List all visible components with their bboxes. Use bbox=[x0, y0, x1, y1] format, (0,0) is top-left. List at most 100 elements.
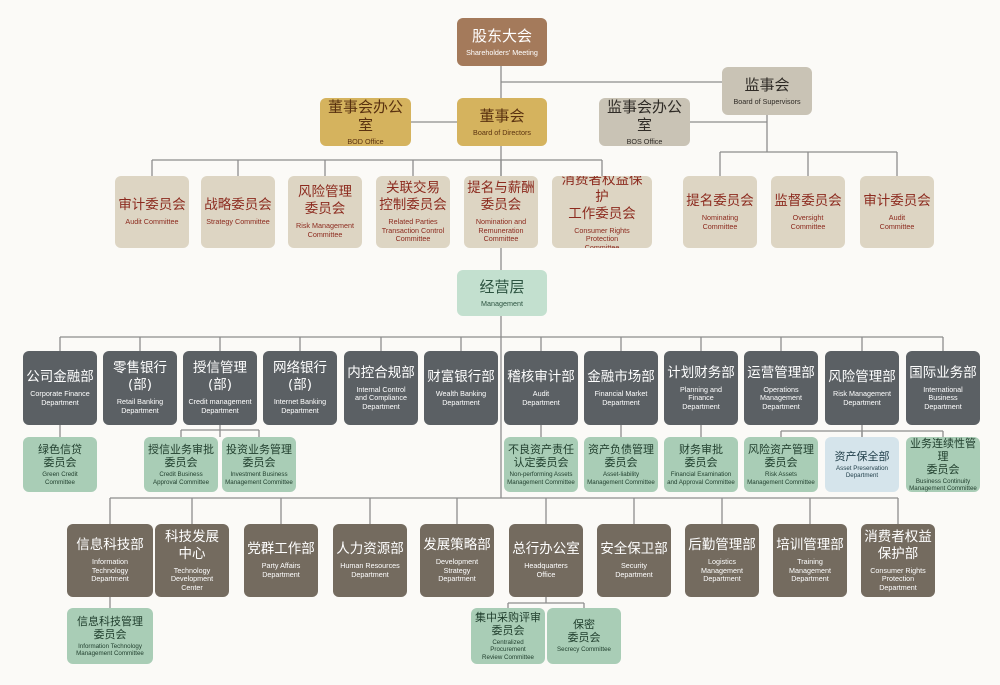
security-department: 安全保卫部 Security Department bbox=[597, 524, 671, 597]
risk-management-committee: 风险管理 委员会 Risk Management Committee bbox=[288, 176, 362, 248]
box-subtitle: Corporate Finance Department bbox=[30, 388, 90, 407]
box-title: 关联交易 控制委员会 bbox=[379, 180, 447, 214]
box-subtitle: Internal Control and Compliance Departme… bbox=[355, 384, 407, 411]
box-title: 审计委员会 bbox=[863, 192, 931, 209]
box-title: 经营层 bbox=[479, 277, 525, 296]
box-title: 信息科技管理 委员会 bbox=[77, 614, 143, 641]
box-title: 保密 委员会 bbox=[567, 618, 601, 645]
it-management-committee: 信息科技管理 委员会 Information Technology Manage… bbox=[67, 608, 153, 664]
box-title: 监事会办公室 bbox=[606, 98, 682, 134]
box-subtitle: Strategy Committee bbox=[206, 217, 270, 227]
investment-management-committee: 投资业务管理 委员会 Investment Business Managemen… bbox=[222, 437, 296, 492]
audit-department: 稽核审计部 Audit Department bbox=[504, 351, 578, 425]
box-title: 资产保全部 bbox=[834, 449, 890, 463]
box-subtitle: Secrecy Committee bbox=[557, 646, 611, 654]
box-title: 不良资产责任 认定委员会 bbox=[508, 443, 574, 470]
box-subtitle: Wealth Banking Department bbox=[435, 388, 487, 407]
bos-office: 监事会办公室 BOS Office bbox=[599, 98, 690, 146]
box-subtitle: Consumer Rights Protection Department bbox=[870, 565, 926, 592]
shareholders-meeting: 股东大会 Shareholders' Meeting bbox=[457, 18, 547, 66]
box-subtitle: Training Management Department bbox=[789, 557, 831, 584]
risk-assets-committee: 风险资产管理 委员会 Risk Assets Management Commit… bbox=[744, 437, 818, 492]
box-title: 风险资产管理 委员会 bbox=[748, 443, 814, 470]
financial-market-department: 金融市场部 Financial Market Department bbox=[584, 351, 658, 425]
box-title: 风险管理 委员会 bbox=[298, 184, 352, 218]
box-title: 运营管理部 bbox=[747, 364, 815, 381]
planning-finance-department: 计划财务部 Planning and Finance Department bbox=[664, 351, 738, 425]
box-title: 投资业务管理 委员会 bbox=[226, 443, 292, 470]
box-subtitle: Asset-liability Management Committee bbox=[587, 471, 655, 486]
asset-liability-committee: 资产负债管理 委员会 Asset-liability Management Co… bbox=[584, 437, 658, 492]
procurement-review-committee: 集中采购评审 委员会 Centralized Procurement Revie… bbox=[471, 608, 545, 664]
box-subtitle: Human Resources Department bbox=[340, 561, 400, 579]
npa-committee: 不良资产责任 认定委员会 Non-performing Assets Manag… bbox=[504, 437, 578, 492]
management: 经营层 Management bbox=[457, 270, 547, 316]
box-subtitle: Retail Banking Department bbox=[116, 397, 164, 415]
box-title: 消费者权益保护 工作委员会 bbox=[561, 176, 643, 222]
headquarters-office: 总行办公室 Headquarters Office bbox=[509, 524, 583, 597]
box-subtitle: Shareholders' Meeting bbox=[466, 47, 538, 57]
box-subtitle: Nomination and Remuneration Committee bbox=[475, 217, 527, 244]
box-title: 财务审批 委员会 bbox=[679, 443, 723, 470]
box-title: 发展策略部 bbox=[423, 537, 491, 554]
box-title: 内控合规部 bbox=[347, 364, 415, 381]
retail-banking-department: 零售银行 (部) Retail Banking Department bbox=[103, 351, 177, 425]
business-continuity-committee: 业务连续性管理 委员会 Business Continuity Manageme… bbox=[906, 437, 980, 492]
box-title: 计划财务部 bbox=[667, 364, 735, 381]
international-business-department: 国际业务部 International Business Department bbox=[906, 351, 980, 425]
box-title: 信息科技部 bbox=[76, 537, 144, 554]
corporate-finance-department: 公司金融部 Corporate Finance Department bbox=[23, 351, 97, 425]
credit-management-department: 授信管理 (部) Credit management Department bbox=[183, 351, 257, 425]
wealth-banking-department: 财富银行部 Wealth Banking Department bbox=[424, 351, 498, 425]
box-subtitle: International Business Department bbox=[923, 384, 963, 411]
box-subtitle: Credit management Department bbox=[188, 397, 252, 415]
box-subtitle: Centralized Procurement Review Committee bbox=[482, 639, 534, 661]
box-subtitle: Risk Assets Management Committee bbox=[747, 471, 815, 486]
box-subtitle: Board of Directors bbox=[473, 127, 531, 137]
box-title: 董事会办公室 bbox=[327, 98, 403, 134]
box-title: 稽核审计部 bbox=[507, 368, 575, 385]
training-management-department: 培训管理部 Training Management Department bbox=[773, 524, 847, 597]
information-technology-department: 信息科技部 Information Technology Department bbox=[67, 524, 153, 597]
box-title: 科技发展 中心 bbox=[165, 528, 219, 562]
financial-examination-committee: 财务审批 委员会 Financial Examination and Appro… bbox=[664, 437, 738, 492]
logistics-management-department: 后勤管理部 Logistics Management Department bbox=[685, 524, 759, 597]
oversight-committee: 监督委员会 Oversight Committee bbox=[771, 176, 845, 248]
box-title: 授信业务审批 委员会 bbox=[148, 443, 214, 470]
box-title: 业务连续性管理 委员会 bbox=[910, 437, 976, 476]
technology-development-center: 科技发展 中心 Technology Development Center bbox=[155, 524, 229, 597]
box-subtitle: Risk Management Department bbox=[833, 388, 891, 407]
box-subtitle: Financial Examination and Approval Commi… bbox=[667, 471, 735, 486]
box-subtitle: Headquarters Office bbox=[524, 561, 568, 579]
box-subtitle: Non-performing Assets Management Committ… bbox=[507, 471, 575, 486]
box-title: 提名与薪酬 委员会 bbox=[467, 180, 535, 214]
box-subtitle: Audit Committee bbox=[125, 217, 179, 227]
box-subtitle: Management bbox=[481, 298, 523, 308]
box-title: 授信管理 (部) bbox=[193, 360, 247, 394]
box-subtitle: Oversight Committee bbox=[790, 212, 826, 231]
box-title: 培训管理部 bbox=[776, 537, 844, 554]
box-title: 资产负债管理 委员会 bbox=[588, 443, 654, 470]
box-title: 消费者权益 保护部 bbox=[864, 528, 932, 562]
box-title: 金融市场部 bbox=[587, 368, 655, 385]
box-title: 审计委员会 bbox=[118, 197, 186, 214]
box-subtitle: Consumer Rights Protection Committee bbox=[574, 225, 630, 248]
box-subtitle: Internet Banking Department bbox=[273, 397, 327, 415]
box-subtitle: BOD Office bbox=[347, 136, 384, 146]
nomination-remuneration-committee: 提名与薪酬 委员会 Nomination and Remuneration Co… bbox=[464, 176, 538, 248]
box-title: 监督委员会 bbox=[774, 192, 842, 209]
box-subtitle: Logistics Management Department bbox=[701, 557, 743, 584]
box-subtitle: Asset Preservation Department bbox=[836, 464, 888, 479]
box-title: 国际业务部 bbox=[909, 364, 977, 381]
box-subtitle: Nominating Committee bbox=[701, 212, 739, 231]
box-title: 网络银行 (部) bbox=[273, 360, 327, 394]
related-parties-committee: 关联交易 控制委员会 Related Parties Transaction C… bbox=[376, 176, 450, 248]
internal-control-department: 内控合规部 Internal Control and Compliance De… bbox=[344, 351, 418, 425]
party-affairs-department: 党群工作部 Party Affairs Department bbox=[244, 524, 318, 597]
box-subtitle: Audit Department bbox=[522, 388, 560, 407]
box-subtitle: Operations Management Department bbox=[760, 384, 802, 411]
box-title: 后勤管理部 bbox=[688, 537, 756, 554]
box-subtitle: Financial Market Department bbox=[594, 388, 648, 407]
human-resources-department: 人力资源部 Human Resources Department bbox=[333, 524, 407, 597]
box-subtitle: Party Affairs Department bbox=[261, 561, 301, 579]
